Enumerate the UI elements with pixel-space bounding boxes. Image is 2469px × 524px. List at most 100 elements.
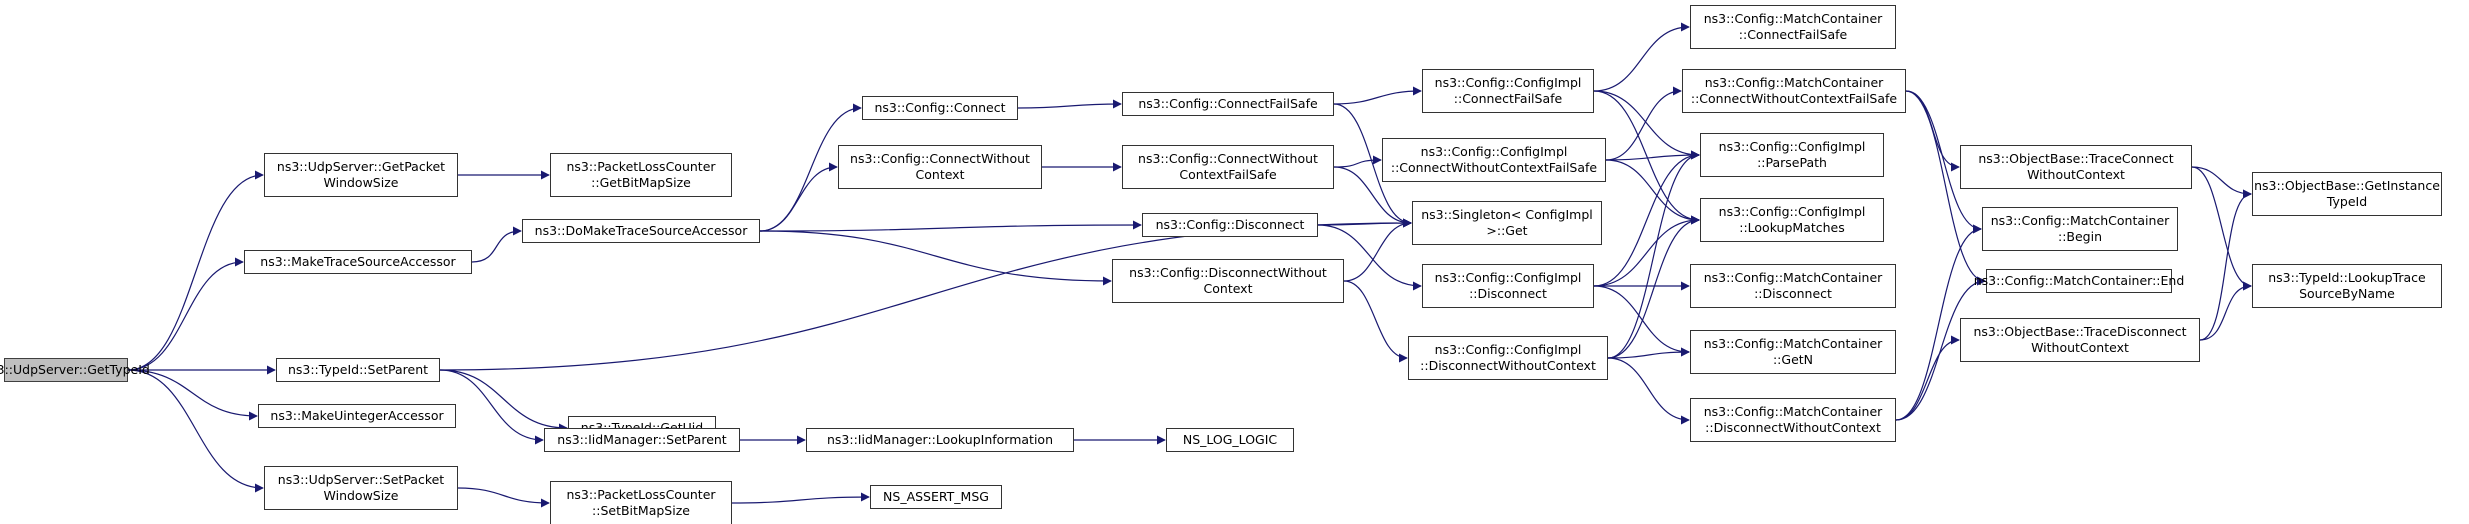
node-label-line: ns3::MakeTraceSourceAccessor: [260, 254, 456, 269]
node-label-line: ns3::IidManager::SetParent: [557, 432, 727, 447]
node-label-line: ns3::Config::ConfigImpl: [1434, 342, 1582, 357]
node-label-line: ns3::Config::ConnectWithout: [1138, 151, 1318, 166]
node-ci-connectfs[interactable]: ns3::Config::ConfigImpl::ConnectFailSafe: [1422, 69, 1594, 113]
node-label-line: ns3::Config::MatchContainer: [1703, 336, 1883, 351]
node-label-line: ns3::Config::Connect: [874, 100, 1006, 115]
node-domaketrace[interactable]: ns3::DoMakeTraceSourceAccessor: [522, 219, 760, 243]
node-label-line: ns3::UdpServer::GetPacket: [276, 159, 446, 174]
edge-disconnect-to-ci-disconnect: [1317, 224, 1422, 291]
node-label-line: ::ConnectFailSafe: [1453, 91, 1563, 106]
edge-ci-connectwithoutfs-to-ci-lookupmatches: [1605, 159, 1700, 225]
node-label-line: ns3::DoMakeTraceSourceAccessor: [534, 223, 748, 238]
node-label-line: >::Get: [1486, 223, 1528, 238]
node-label-line: Context: [1203, 281, 1253, 296]
node-mc-connectwithoutfs[interactable]: ns3::Config::MatchContainer::ConnectWith…: [1682, 69, 1906, 113]
edge-ob-tracedisconnect-to-typeid-lookuptrace: [2199, 281, 2252, 341]
node-label-line: ns3::Config::ConnectWithout: [850, 151, 1030, 166]
edge-root-to-getpacketwin: [127, 170, 264, 371]
edge-domaketrace-to-disconnect: [759, 220, 1142, 232]
edge-root-to-makeuint: [127, 369, 258, 421]
node-label-line: ns3::Config::MatchContainer: [1990, 213, 2170, 228]
node-label-line: ::ParsePath: [1757, 155, 1827, 170]
edge-plc-setbitmap-to-ns-assert: [731, 492, 870, 504]
node-label-line: ::GetN: [1772, 352, 1814, 367]
node-mc-end[interactable]: ns3::Config::MatchContainer::End: [1974, 269, 2184, 293]
node-disconnect[interactable]: ns3::Config::Disconnect: [1142, 213, 1318, 237]
node-label-line: ns3::ObjectBase::TraceDisconnect: [1973, 324, 2187, 339]
node-mc-connectfs[interactable]: ns3::Config::MatchContainer::ConnectFail…: [1690, 5, 1896, 49]
node-ci-disconnect[interactable]: ns3::Config::ConfigImpl::Disconnect: [1422, 264, 1594, 308]
node-label-line: WithoutContext: [2027, 167, 2125, 182]
edge-ci-disconnectwithout-to-mc-getn: [1607, 347, 1690, 359]
node-ci-connectwithoutfs[interactable]: ns3::Config::ConfigImpl::ConnectWithoutC…: [1382, 138, 1606, 182]
edge-connectwithoutfs-to-ci-connectwithoutfs: [1333, 155, 1382, 168]
node-iid-lookupinfo[interactable]: ns3::IidManager::LookupInformation: [806, 428, 1074, 452]
node-root[interactable]: ns3::UdpServer::GetTypeId: [0, 358, 150, 382]
node-makeuint[interactable]: ns3::MakeUintegerAccessor: [258, 404, 456, 428]
node-mc-begin[interactable]: ns3::Config::MatchContainer::Begin: [1982, 207, 2178, 251]
node-singleton[interactable]: ns3::Singleton< ConfigImpl>::Get: [1412, 201, 1602, 245]
node-iid-setparent[interactable]: ns3::IidManager::SetParent: [544, 428, 740, 452]
edge-ci-disconnect-to-ci-parsepath: [1593, 150, 1700, 287]
node-ci-disconnectwithout[interactable]: ns3::Config::ConfigImpl::DisconnectWitho…: [1408, 336, 1608, 380]
edge-root-to-maketrace: [127, 257, 244, 371]
node-ci-parsepath[interactable]: ns3::Config::ConfigImpl::ParsePath: [1700, 133, 1884, 177]
node-label-line: Context: [915, 167, 965, 182]
node-label-line: ns3::Config::MatchContainer: [1703, 11, 1883, 26]
node-label-line: NS_ASSERT_MSG: [883, 489, 989, 504]
edge-disconnectwithout-to-ci-disconnectwithout: [1343, 280, 1408, 363]
node-plc-getbitmap[interactable]: ns3::PacketLossCounter::GetBitMapSize: [550, 153, 732, 197]
edge-ob-traceconnect-to-ob-getinstance: [2191, 166, 2252, 199]
node-label-line: ContextFailSafe: [1179, 167, 1277, 182]
edge-domaketrace-to-connectwithout: [759, 162, 838, 232]
node-label-line: ns3::PacketLossCounter: [566, 159, 716, 174]
edge-ci-disconnectwithout-to-ci-parsepath: [1607, 150, 1700, 359]
node-ci-lookupmatches[interactable]: ns3::Config::ConfigImpl::LookupMatches: [1700, 198, 1884, 242]
edge-connectwithoutfs-to-singleton: [1333, 166, 1412, 228]
edge-disconnectwithout-to-singleton: [1343, 218, 1412, 282]
node-label-line: ::DisconnectWithoutContext: [1705, 420, 1881, 435]
node-label-line: TypeId: [2326, 194, 2368, 209]
node-label-line: NS_LOG_LOGIC: [1182, 432, 1278, 447]
node-ns-assert[interactable]: NS_ASSERT_MSG: [870, 485, 1002, 509]
node-mc-disconnectwithout[interactable]: ns3::Config::MatchContainer::DisconnectW…: [1690, 398, 1896, 442]
node-ns-log-logic[interactable]: NS_LOG_LOGIC: [1166, 428, 1294, 452]
node-label-line: ::LookupMatches: [1739, 220, 1845, 235]
node-label-line: ns3::Config::Disconnect: [1155, 217, 1305, 232]
edge-mc-connectwithoutfs-to-mc-end: [1905, 90, 1986, 286]
node-label-line: ns3::Config::MatchContainer::End: [1973, 273, 2185, 288]
node-label-line: ns3::PacketLossCounter: [566, 487, 716, 502]
node-connect[interactable]: ns3::Config::Connect: [862, 96, 1018, 120]
node-label-line: ::SetBitMapSize: [592, 503, 690, 518]
edge-mc-disconnectwithout-to-mc-begin: [1895, 224, 1982, 421]
node-label-line: ns3::Config::ConfigImpl: [1718, 139, 1866, 154]
edge-ci-connectwithoutfs-to-ci-parsepath: [1605, 150, 1700, 161]
node-label-line: ns3::MakeUintegerAccessor: [270, 408, 444, 423]
node-maketrace[interactable]: ns3::MakeTraceSourceAccessor: [244, 250, 472, 274]
node-mc-disconnect[interactable]: ns3::Config::MatchContainer::Disconnect: [1690, 264, 1896, 308]
edge-connectfailsafe-to-ci-connectfs: [1333, 86, 1422, 105]
edge-mc-connectwithoutfs-to-mc-begin: [1905, 90, 1982, 234]
node-label-line: ns3::Config::MatchContainer: [1703, 270, 1883, 285]
node-plc-setbitmap[interactable]: ns3::PacketLossCounter::SetBitMapSize: [550, 481, 732, 524]
edge-connect-to-connectfailsafe: [1017, 99, 1122, 109]
node-label-line: ns3::Config::ConfigImpl: [1420, 144, 1568, 159]
node-connectfailsafe[interactable]: ns3::Config::ConnectFailSafe: [1122, 92, 1334, 116]
node-label-line: ::DisconnectWithoutContext: [1420, 358, 1596, 373]
node-label-line: ns3::TypeId::LookupTrace: [2268, 270, 2426, 285]
node-label-line: ::Disconnect: [1469, 286, 1547, 301]
node-setparent[interactable]: ns3::TypeId::SetParent: [276, 358, 440, 382]
node-mc-getn[interactable]: ns3::Config::MatchContainer::GetN: [1690, 330, 1896, 374]
node-label-line: ns3::Config::ConfigImpl: [1718, 204, 1866, 219]
edge-ci-connectfs-to-ci-parsepath: [1593, 90, 1700, 160]
